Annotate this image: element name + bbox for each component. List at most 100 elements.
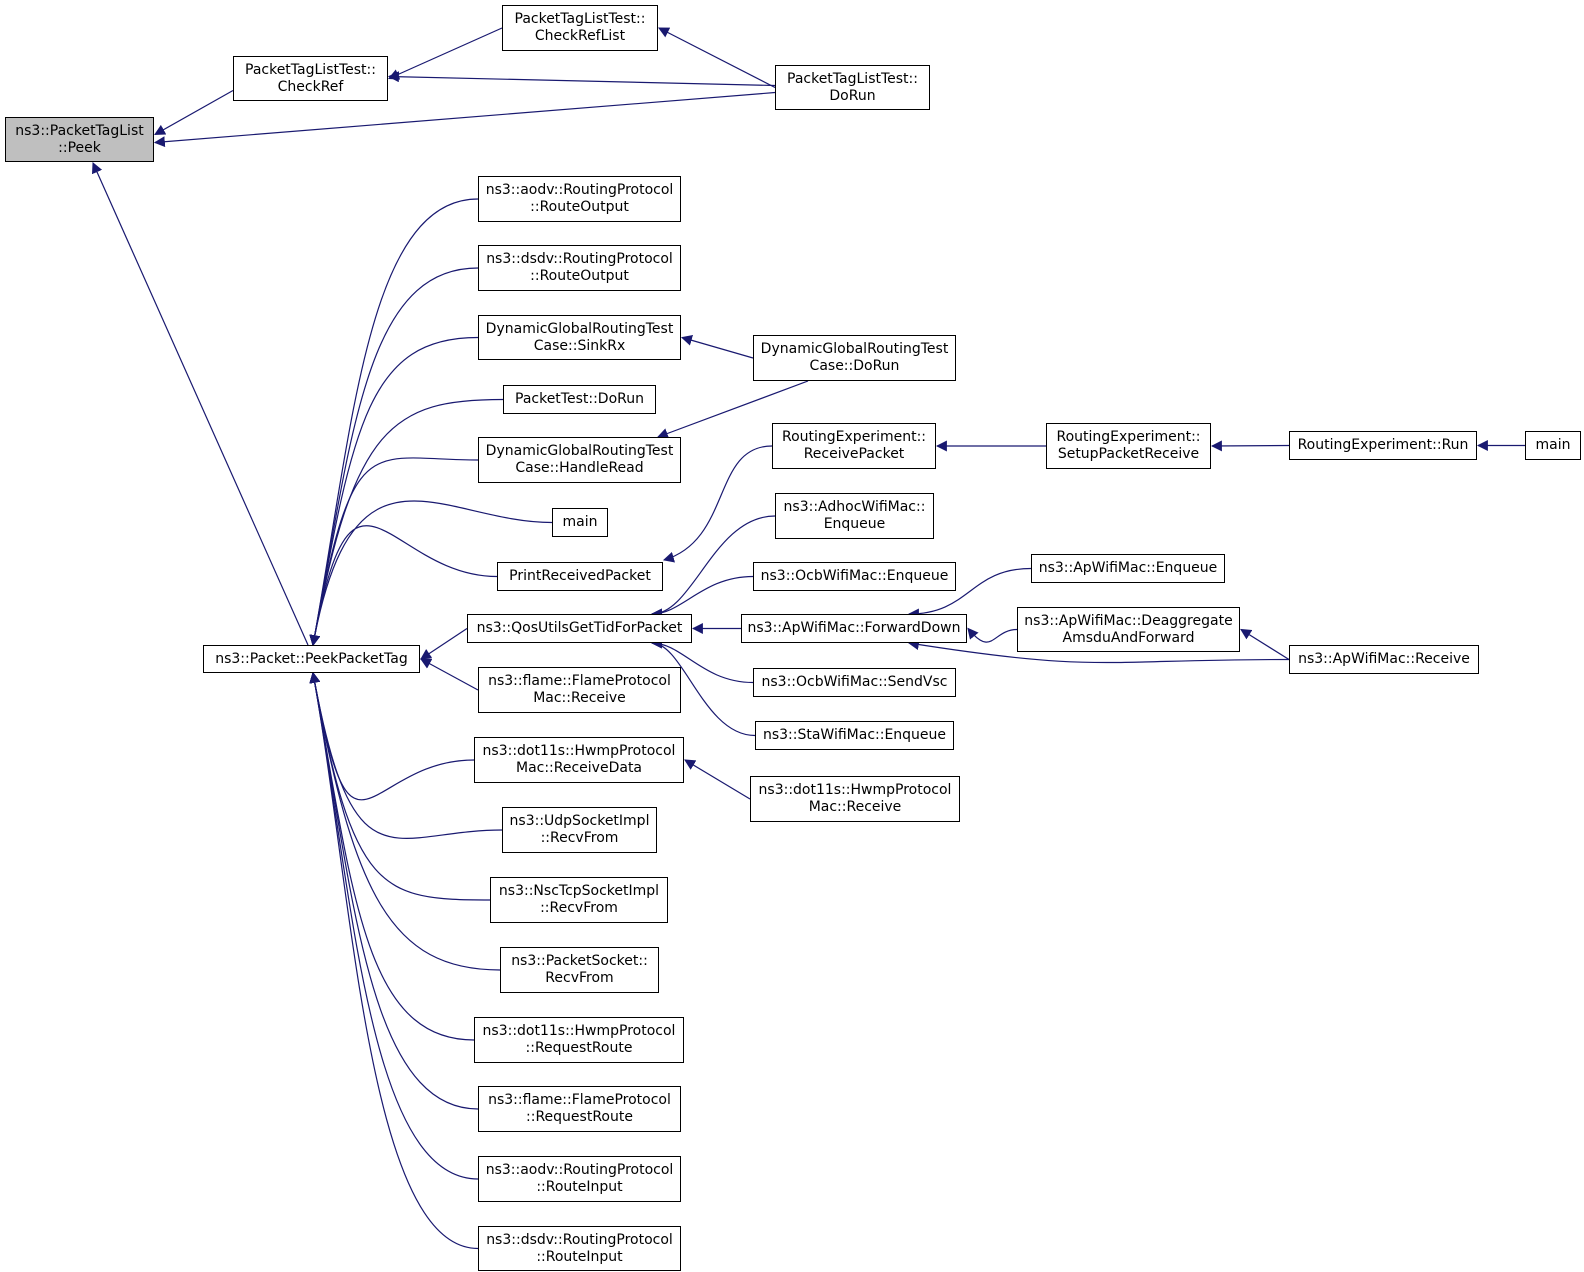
- node-label-line: ns3::PacketTagList: [15, 122, 144, 139]
- edge-flame-mac-recv-to-peekpackettag: [420, 658, 479, 691]
- edge-ap-receive-to-ap-deaggregate: [1240, 628, 1290, 661]
- node-label-line: DynamicGlobalRoutingTest: [485, 320, 674, 337]
- node-label-line: PacketTagListTest::: [787, 70, 918, 87]
- node-label-line: ns3::dot11s::HwmpProtocol: [758, 782, 952, 798]
- node-checkref[interactable]: PacketTagListTest::CheckRef: [233, 56, 388, 101]
- node-aodv-ro[interactable]: ns3::aodv::RoutingProtocol::RouteOutput: [478, 176, 681, 222]
- node-label-line: ::RecvFrom: [540, 830, 619, 846]
- node-label-line: main: [1535, 437, 1571, 453]
- node-label-line: RoutingExperiment::: [1056, 429, 1201, 445]
- node-packettest-dorun[interactable]: PacketTest::DoRun: [503, 385, 656, 414]
- edge-dgr-dorun-to-dgr-handleread: [656, 380, 809, 439]
- node-label-line: ns3::aodv::RoutingProtocol: [485, 182, 674, 198]
- edge-re-run-to-re-setup: [1210, 440, 1290, 452]
- edge-printreceived-to-peekpackettag: [309, 525, 498, 647]
- node-label-line: Mac::ReceiveData: [515, 760, 643, 776]
- node-label-line: ns3::UdpSocketImpl: [509, 813, 650, 829]
- node-hwmp-reqroute[interactable]: ns3::dot11s::HwmpProtocol::RequestRoute: [474, 1017, 684, 1063]
- node-re-receivepacket[interactable]: RoutingExperiment::ReceivePacket: [772, 423, 936, 469]
- edge-dsdv-ro-to-peekpackettag: [309, 267, 479, 647]
- edge-ocb-enqueue-to-qosutils: [650, 575, 754, 620]
- node-label-line: ns3::dsdv::RoutingProtocol: [486, 251, 673, 267]
- edge-udp-recvfrom-to-peekpackettag: [309, 671, 503, 839]
- node-sta-enqueue[interactable]: ns3::StaWifiMac::Enqueue: [755, 721, 954, 750]
- node-label-line: AmsduAndForward: [1062, 629, 1195, 646]
- node-dsdv-ro[interactable]: ns3::dsdv::RoutingProtocol::RouteOutput: [478, 245, 681, 291]
- node-label-line: ns3::OcbWifiMac::Enqueue: [760, 568, 949, 584]
- node-ocb-enqueue[interactable]: ns3::OcbWifiMac::Enqueue: [753, 562, 956, 591]
- node-pktsock-recvfrom[interactable]: ns3::PacketSocket::RecvFrom: [500, 947, 659, 993]
- node-label-line: ns3::StaWifiMac::Enqueue: [762, 727, 947, 743]
- node-dsdv-ri[interactable]: ns3::dsdv::RoutingProtocol::RouteInput: [478, 1226, 681, 1271]
- node-label-line: Mac::Receive: [808, 799, 902, 815]
- node-label-line: ::RouteOutput: [530, 199, 629, 215]
- edge-ap-receive-to-ap-forwarddown: [907, 639, 1290, 664]
- edge-main1-to-peekpackettag: [309, 500, 553, 647]
- node-ap-receive[interactable]: ns3::ApWifiMac::Receive: [1289, 645, 1479, 674]
- node-label-line: ns3::NscTcpSocketImpl: [498, 883, 660, 899]
- node-label-line: Case::HandleRead: [515, 460, 644, 476]
- node-label-line: ::RouteInput: [536, 1179, 623, 1195]
- node-label-line: ns3::aodv::RoutingProtocol: [485, 1162, 674, 1178]
- node-aodv-ri[interactable]: ns3::aodv::RoutingProtocol::RouteInput: [478, 1156, 681, 1202]
- node-label-line: ::RouteInput: [536, 1248, 623, 1265]
- node-label-line: DynamicGlobalRoutingTest: [760, 341, 949, 357]
- node-label-line: ns3::flame::FlameProtocol: [488, 673, 671, 689]
- node-adhoc-enqueue[interactable]: ns3::AdhocWifiMac::Enqueue: [775, 493, 934, 539]
- node-label-line: ns3::ApWifiMac::Enqueue: [1038, 560, 1218, 576]
- edge-peekpackettag-to-peek: [92, 161, 309, 646]
- node-peek: ns3::PacketTagList::Peek: [5, 117, 154, 162]
- node-udp-recvfrom[interactable]: ns3::UdpSocketImpl::RecvFrom: [502, 807, 657, 853]
- edge-qosutils-to-peekpackettag: [420, 627, 468, 660]
- edge-dgr-handleread-to-peekpackettag: [309, 457, 479, 647]
- edge-checkreflist-to-checkref: [387, 27, 503, 80]
- node-flame-reqroute[interactable]: ns3::flame::FlameProtocol::RequestRoute: [478, 1086, 681, 1132]
- node-main2[interactable]: main: [1525, 431, 1581, 460]
- node-label-line: ns3::ApWifiMac::ForwardDown: [747, 620, 961, 636]
- node-ap-enqueue[interactable]: ns3::ApWifiMac::Enqueue: [1031, 554, 1225, 583]
- node-main1[interactable]: main: [552, 508, 608, 537]
- node-label-line: ns3::OcbWifiMac::SendVsc: [761, 674, 948, 690]
- node-label-line: Case::DoRun: [809, 358, 900, 374]
- node-checkreflist[interactable]: PacketTagListTest::CheckRefList: [502, 5, 658, 51]
- node-label-line: ::Peek: [58, 139, 101, 156]
- edge-hwmp-mac-recv-to-hwmp-mac-recvdata: [684, 759, 751, 800]
- node-re-run[interactable]: RoutingExperiment::Run: [1289, 431, 1477, 460]
- edge-dgr-sinkrx-to-peekpackettag: [309, 336, 479, 647]
- node-label-line: ns3::Packet::PeekPacketTag: [215, 650, 408, 667]
- node-label-line: CheckRefList: [534, 28, 626, 44]
- node-label-line: Case::SinkRx: [533, 337, 626, 354]
- node-qosutils[interactable]: ns3::QosUtilsGetTidForPacket: [467, 614, 692, 643]
- node-label-line: SetupPacketReceive: [1057, 446, 1200, 462]
- edge-tagdorun-to-checkreflist: [658, 27, 776, 89]
- node-label-line: PacketTagListTest::: [245, 61, 376, 78]
- node-printreceived[interactable]: PrintReceivedPacket: [497, 562, 663, 591]
- node-label-line: DynamicGlobalRoutingTest: [485, 443, 674, 459]
- edge-aodv-ro-to-peekpackettag: [309, 198, 479, 647]
- node-label-line: ::RecvFrom: [540, 900, 618, 916]
- node-label-line: RoutingExperiment::Run: [1297, 437, 1469, 453]
- edge-aodv-ri-to-peekpackettag: [309, 671, 479, 1180]
- edge-checkref-to-peek: [154, 89, 234, 136]
- node-label-line: ReceivePacket: [803, 446, 905, 462]
- node-peekpackettag[interactable]: ns3::Packet::PeekPacketTag: [203, 645, 420, 673]
- node-re-setup[interactable]: RoutingExperiment::SetupPacketReceive: [1046, 423, 1211, 469]
- node-ap-forwarddown[interactable]: ns3::ApWifiMac::ForwardDown: [741, 614, 967, 643]
- node-ocb-sendvsc[interactable]: ns3::OcbWifiMac::SendVsc: [753, 668, 956, 697]
- node-label-line: ns3::dot11s::HwmpProtocol: [482, 1023, 676, 1039]
- node-tagdorun[interactable]: PacketTagListTest::DoRun: [775, 65, 930, 110]
- node-label-line: Enqueue: [823, 516, 886, 532]
- edge-sta-enqueue-to-qosutils: [650, 637, 756, 737]
- node-nsc-recvfrom[interactable]: ns3::NscTcpSocketImpl::RecvFrom: [490, 877, 668, 923]
- edge-ap-enqueue-to-ap-forwarddown: [907, 567, 1032, 620]
- node-label-line: main: [562, 514, 598, 530]
